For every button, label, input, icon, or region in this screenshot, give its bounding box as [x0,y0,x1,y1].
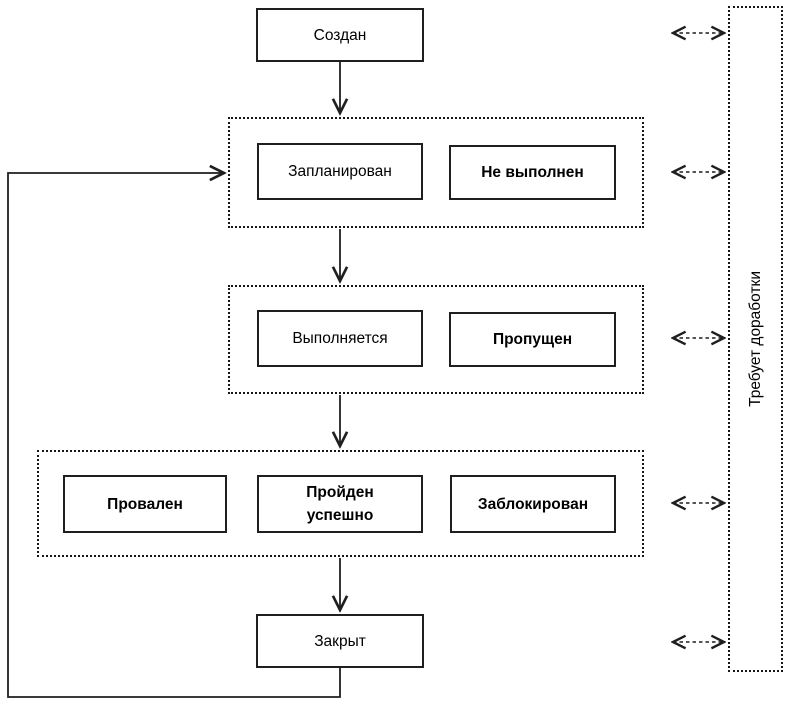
node-skipped-label: Пропущен [492,331,573,348]
node-blocked-label: Заблокирован [477,495,589,513]
node-closed: Закрыт [256,614,424,668]
node-passed-label: Пройден успешно [306,484,374,524]
node-not-executed: Не выполнен [449,145,616,200]
node-skipped: Пропущен [449,312,616,367]
node-closed-label: Закрыт [314,632,366,650]
node-failed-label: Провален [107,495,183,513]
node-failed: Провален [63,475,227,533]
node-not-executed-label: Не выполнен [481,164,584,181]
needs-rework-label: Требует доработки [746,271,764,407]
node-blocked: Заблокирован [450,475,616,533]
node-created: Создан [256,8,424,62]
node-planned: Запланирован [257,143,423,200]
node-created-label: Создан [313,26,367,44]
node-in-progress: Выполняется [257,310,423,367]
needs-rework-column: Требует доработки [728,6,783,672]
node-in-progress-label: Выполняется [292,330,388,347]
node-passed: Пройден успешно [257,475,423,533]
node-planned-label: Запланирован [288,163,392,180]
